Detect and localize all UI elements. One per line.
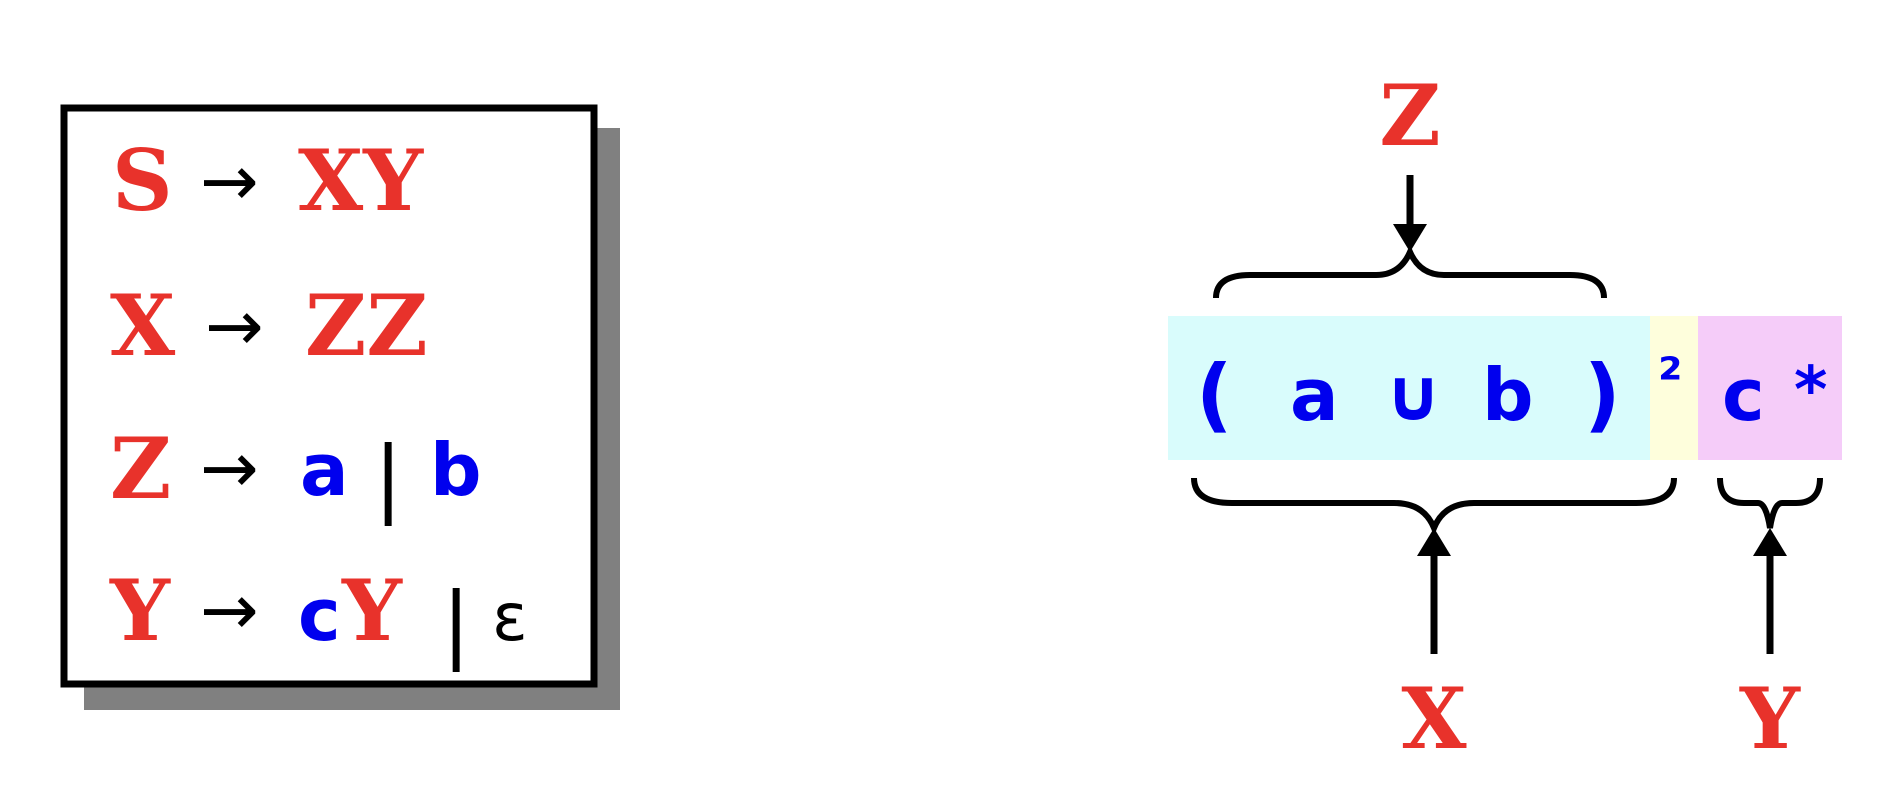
rule-x-arrow: →: [205, 285, 264, 367]
label-bottom-left-x: X: [1401, 669, 1467, 768]
rule-y-lhs: Y: [109, 561, 171, 660]
band-star: [1698, 316, 1842, 460]
regex-open-paren: (: [1196, 348, 1233, 441]
regex-terminal-a: a: [1290, 353, 1339, 437]
rule-z: Z → a | b: [110, 419, 482, 526]
regex-terminal-c: c: [1722, 353, 1765, 437]
rule-y-arrow: →: [200, 569, 259, 651]
brace-bottom-right: [1717, 477, 1823, 529]
rule-y-rhs-nonterminal: Y: [341, 561, 403, 660]
label-bottom-right-y: Y: [1739, 669, 1801, 768]
rule-y-terminal-c: c: [298, 573, 341, 657]
brace-top: [1213, 244, 1607, 299]
rule-s: S → XY: [112, 131, 424, 230]
rule-z-terminal-b: b: [430, 428, 482, 512]
rule-z-bar: |: [374, 428, 402, 526]
rule-y-epsilon: ε: [492, 579, 528, 656]
rule-y: Y → c Y | ε: [109, 561, 528, 672]
rule-x: X → ZZ: [110, 276, 428, 375]
regex-star: *: [1794, 354, 1827, 428]
arrow-bottom-right-head: [1753, 528, 1787, 556]
arrow-top-head: [1393, 224, 1427, 252]
regex-panel: ( a ∪ b ) ² c * Z X Y: [1168, 66, 1842, 768]
grammar-panel: S → XY X → ZZ Z → a | b Y → c Y | ε: [60, 104, 620, 710]
rule-s-rhs: XY: [298, 131, 424, 230]
arrow-bottom-left-head: [1417, 528, 1451, 556]
rule-s-lhs: S: [112, 131, 173, 230]
regex-terminal-b: b: [1482, 353, 1534, 437]
rule-z-terminal-a: a: [300, 428, 349, 512]
rule-s-arrow: →: [200, 140, 259, 222]
label-top-z: Z: [1379, 66, 1440, 165]
brace-bottom-left: [1191, 477, 1677, 537]
regex-union: ∪: [1384, 353, 1442, 437]
regex-power: ²: [1658, 347, 1683, 412]
rule-z-lhs: Z: [110, 419, 171, 518]
rule-z-arrow: →: [200, 427, 259, 509]
regex-close-paren: ): [1584, 348, 1621, 441]
grammar-box: [60, 104, 598, 688]
rule-x-rhs: ZZ: [305, 276, 428, 375]
rule-y-bar: |: [442, 574, 470, 672]
band-power: [1650, 316, 1698, 460]
band-paren-group: [1168, 316, 1650, 460]
rule-x-lhs: X: [110, 276, 176, 375]
